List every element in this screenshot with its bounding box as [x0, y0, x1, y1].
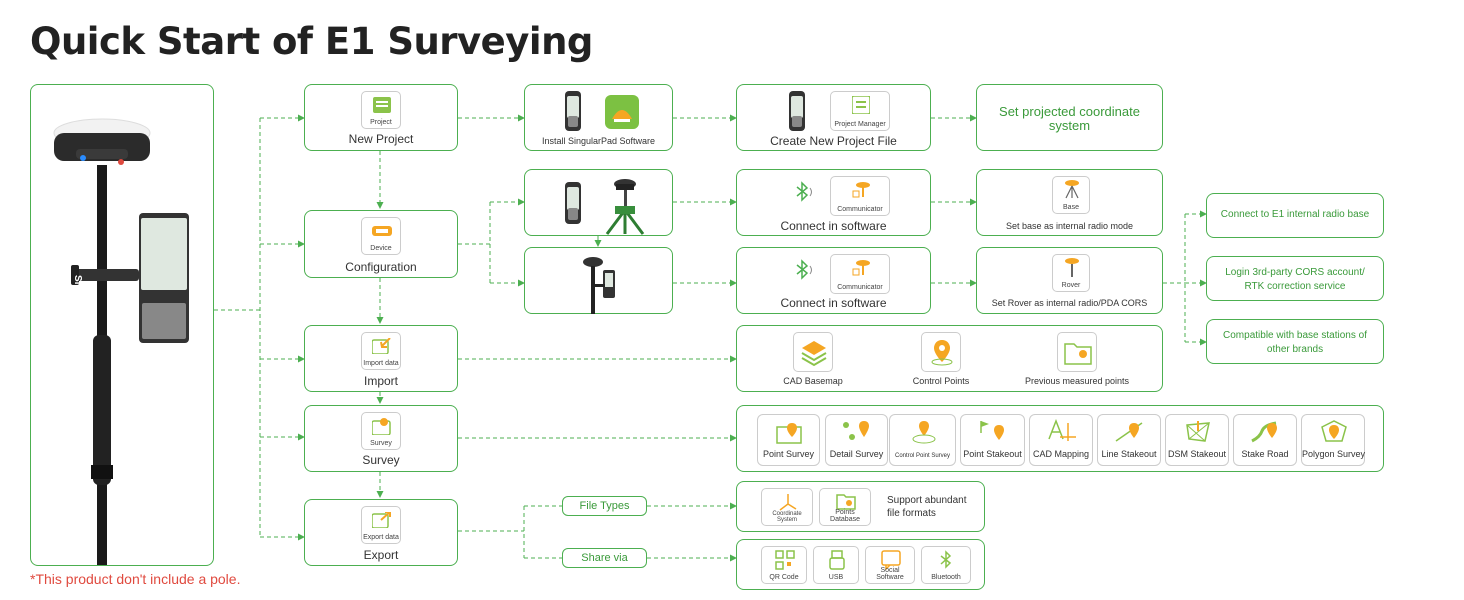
rover-option-other-brands: Compatible with base stations of other b…	[1206, 319, 1384, 364]
detail-survey-tile: Detail Survey	[825, 414, 888, 466]
connect-label: Connect in software	[780, 296, 887, 310]
previous-points-icon	[1057, 332, 1097, 372]
cad-basemap-icon	[793, 332, 833, 372]
file-types-pill: File Types	[562, 496, 647, 516]
import-item-label: Previous measured points	[1024, 376, 1130, 386]
page-title: Quick Start of E1 Surveying	[30, 20, 593, 63]
install-software-box: Install SingularPad Software	[524, 84, 673, 151]
point-survey-tile: Point Survey	[757, 414, 820, 466]
file-types-box: Coordinate System Points Database Suppor…	[736, 481, 985, 532]
survey-items-box: Point Survey Detail Survey Control Point…	[736, 405, 1384, 472]
controller-handset-icon	[565, 91, 581, 131]
step-label: Import	[363, 374, 398, 388]
cad-mapping-tile: CAD Mapping	[1029, 414, 1093, 466]
controller-handset-icon	[789, 91, 805, 131]
rover-setup-box	[524, 247, 673, 314]
device-icon: Device	[361, 217, 401, 255]
bluetooth-icon	[796, 181, 812, 202]
rover-option-internal-radio: Connect to E1 internal radio base	[1206, 193, 1384, 238]
base-mode-label: Set base as internal radio mode	[1005, 221, 1134, 231]
control-points-icon	[921, 332, 961, 372]
import-items-box: CAD Basemap Control Points Previous meas…	[736, 325, 1163, 392]
line-stakeout-icon	[1115, 422, 1143, 442]
gnss-receiver-illustration	[53, 118, 151, 565]
controller-handset-icon	[565, 182, 581, 224]
tripod-base-icon	[605, 179, 645, 235]
rover-mode-box: Rover Set Rover as internal radio/PDA CO…	[976, 247, 1163, 314]
project-icon: Project	[361, 91, 401, 129]
points-database-icon: Points Database	[819, 488, 871, 526]
bluetooth-icon: Bluetooth	[921, 546, 971, 584]
set-coordinate-box: Set projected coordinate system	[976, 84, 1163, 151]
option-label: Login 3rd-party CORS account/ RTK correc…	[1225, 267, 1365, 292]
dsm-stakeout-icon	[1186, 421, 1210, 442]
connect-software-box-rover: Communicator Connect in software	[736, 247, 931, 314]
social-software-icon: Social Software	[865, 546, 915, 584]
step-new-project: Project New Project	[304, 84, 458, 151]
project-manager-icon: Project Manager	[830, 91, 890, 131]
base-mode-box: Base Set base as internal radio mode	[976, 169, 1163, 236]
stake-road-icon	[1251, 421, 1277, 443]
import-data-icon: Import data	[361, 332, 401, 370]
singularpad-app-icon	[605, 95, 639, 129]
bluetooth-icon	[796, 259, 812, 280]
set-coordinate-label: Set projected coordinate system	[999, 104, 1140, 133]
option-label: Compatible with base stations of other b…	[1223, 330, 1367, 355]
create-label: Create New Project File	[770, 134, 897, 148]
step-label: New Project	[348, 132, 414, 146]
import-item-label: Control Points	[912, 376, 970, 386]
dsm-stakeout-tile: DSM Stakeout	[1165, 414, 1229, 466]
install-label: Install SingularPad Software	[541, 136, 656, 146]
connect-software-box-base: Communicator Connect in software	[736, 169, 931, 236]
share-via-pill: Share via	[562, 548, 647, 568]
step-import: Import data Import	[304, 325, 458, 392]
option-label: Connect to E1 internal radio base	[1220, 209, 1370, 220]
line-stakeout-tile: Line Stakeout	[1097, 414, 1161, 466]
step-label: Survey	[362, 453, 400, 467]
share-via-box: QR Code USB Social Software Bluetooth	[736, 539, 985, 590]
step-label: Export	[363, 548, 399, 562]
rover-pole-icon	[583, 257, 615, 314]
communicator-icon: Communicator	[830, 176, 890, 216]
polygon-survey-icon	[1321, 420, 1347, 442]
communicator-icon: Communicator	[830, 254, 890, 294]
import-item-label: CAD Basemap	[783, 376, 843, 386]
base-setup-box	[524, 169, 673, 236]
step-configuration: Device Configuration	[304, 210, 458, 278]
step-export: Export data Export	[304, 499, 458, 566]
control-point-survey-icon	[912, 421, 936, 444]
qr-code-icon: QR Code	[761, 546, 807, 584]
survey-icon: Survey	[361, 412, 401, 450]
step-label: Configuration	[345, 260, 417, 274]
rover-option-cors: Login 3rd-party CORS account/ RTK correc…	[1206, 256, 1384, 301]
file-formats-description: Support abundant file formats	[887, 495, 967, 519]
controller-handset-icon	[139, 213, 189, 343]
point-stakeout-icon	[980, 421, 1004, 440]
control-point-survey-tile: Control Point Survey	[889, 414, 956, 466]
coordinate-system-icon: Coordinate System	[761, 488, 813, 526]
point-stakeout-tile: Point Stakeout	[960, 414, 1025, 466]
create-project-box: Project Manager Create New Project File	[736, 84, 931, 151]
rover-mode-label: Set Rover as internal radio/PDA CORS	[991, 298, 1148, 308]
stake-road-tile: Stake Road	[1233, 414, 1297, 466]
device-panel: SingularXYZ	[30, 84, 214, 566]
usb-icon: USB	[813, 546, 859, 584]
rover-icon: Rover	[1052, 254, 1090, 292]
export-data-icon: Export data	[361, 506, 401, 544]
polygon-survey-tile: Polygon Survey	[1301, 414, 1365, 466]
pole-disclaimer: *This product don't include a pole.	[30, 571, 241, 587]
detail-survey-icon	[843, 421, 869, 440]
point-survey-icon	[776, 423, 802, 444]
cad-mapping-icon	[1048, 419, 1076, 441]
connect-label: Connect in software	[780, 219, 887, 233]
device-brand-label: SingularXYZ	[72, 275, 83, 335]
base-icon: Base	[1052, 176, 1090, 214]
step-survey: Survey Survey	[304, 405, 458, 472]
